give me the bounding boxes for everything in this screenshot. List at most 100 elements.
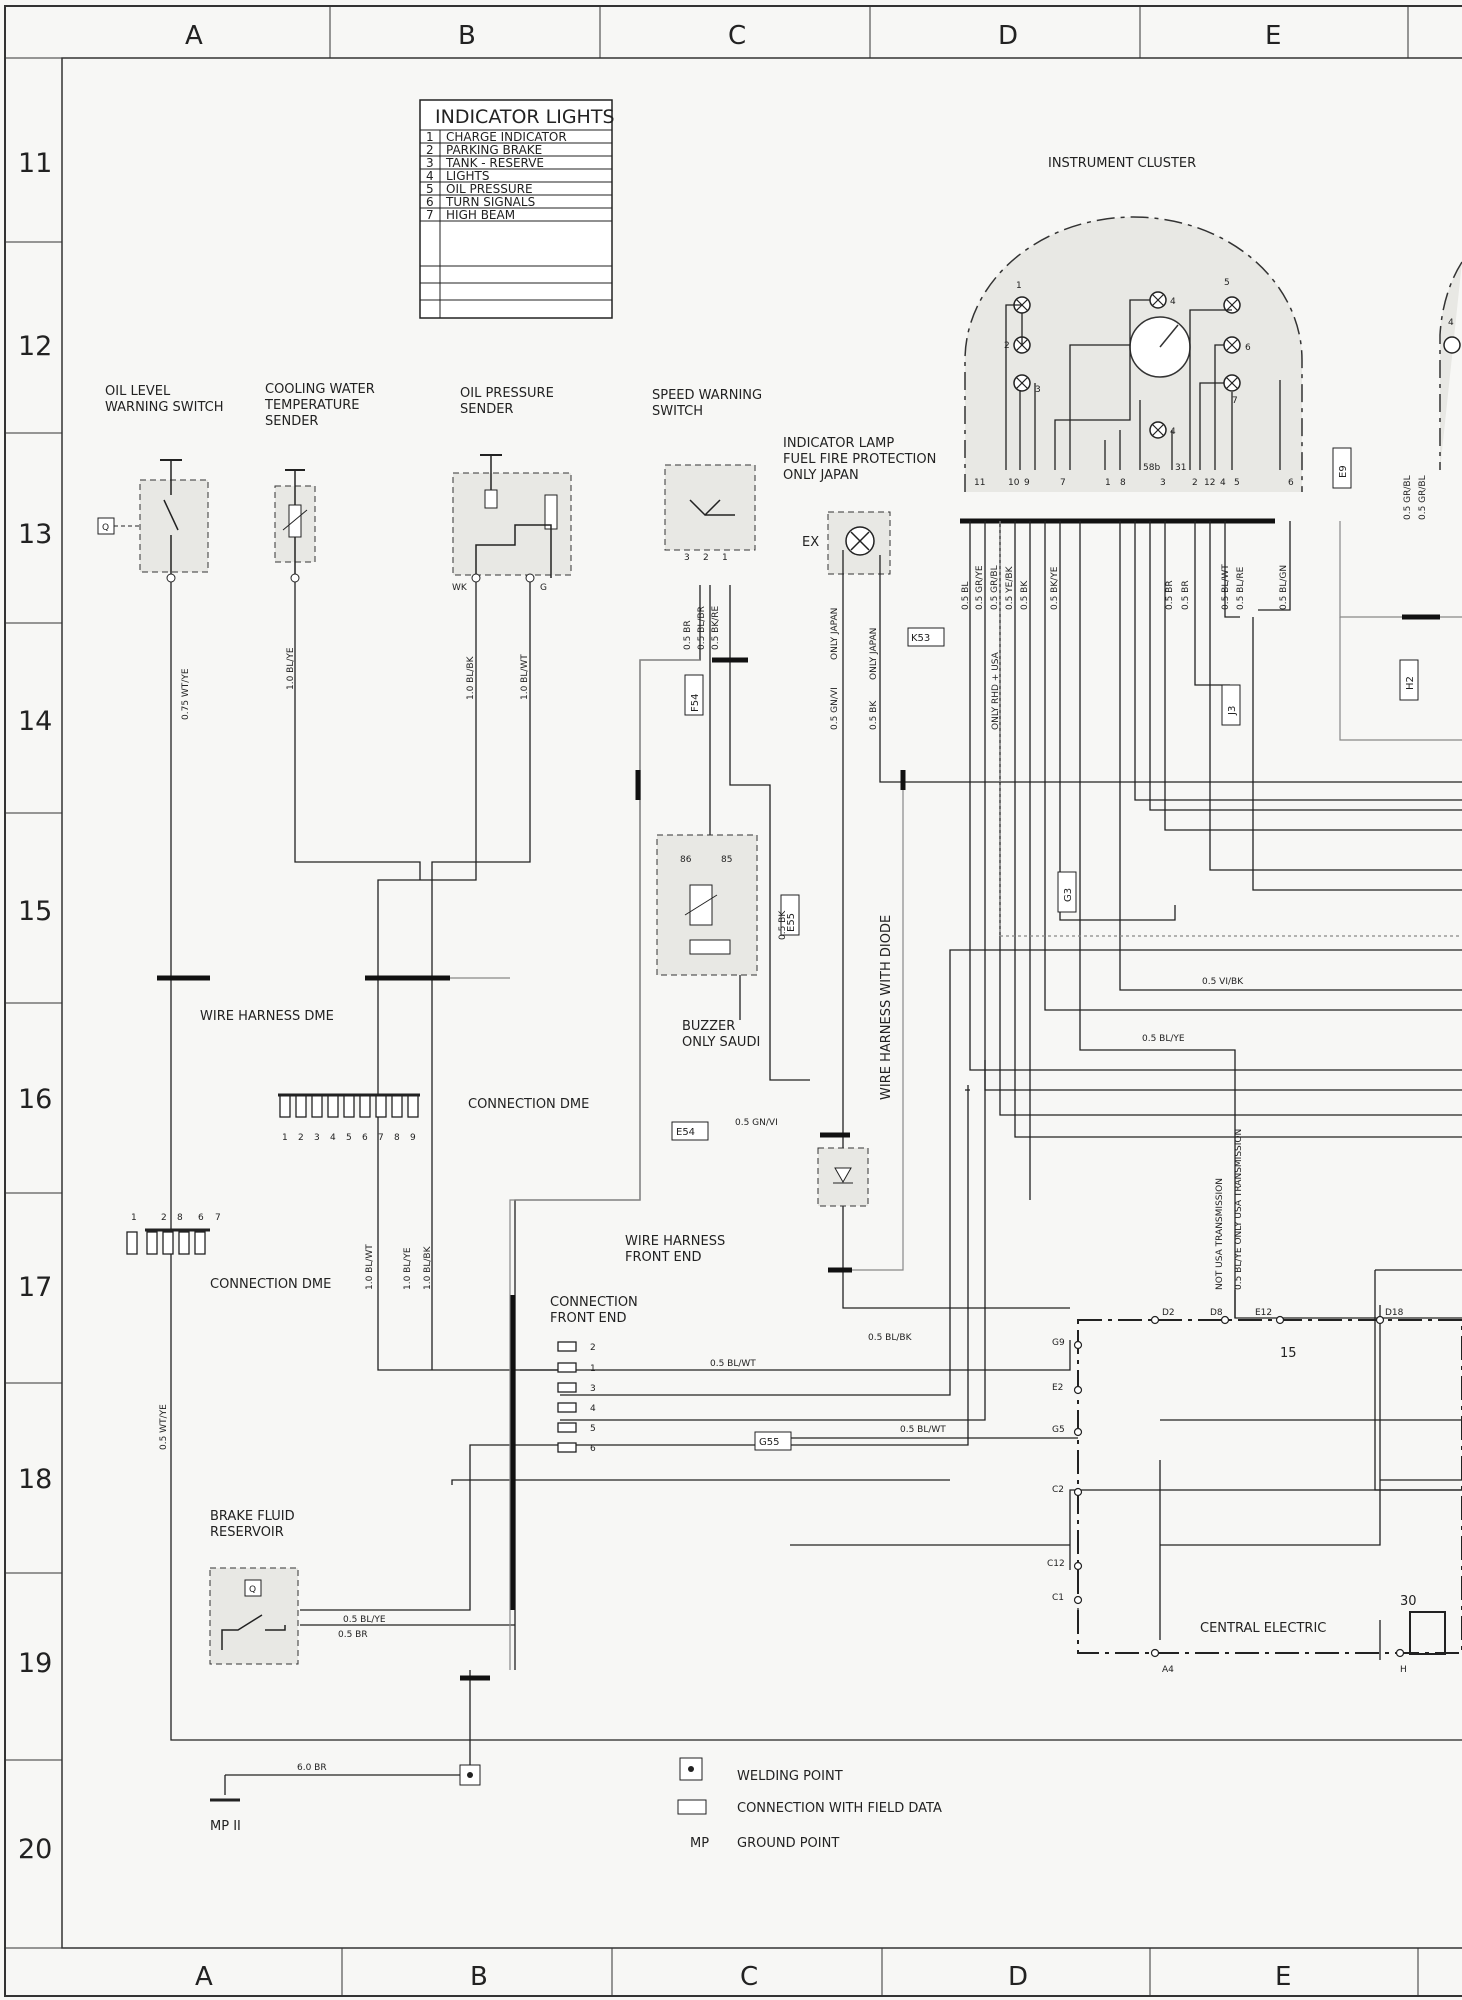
cluster-pin: 3 [1160,478,1166,488]
field-ref-g3: G3 [1063,888,1074,902]
field-ref-h2: H2 [1405,676,1416,690]
wire-label: 0.5 BR [683,620,693,650]
cluster-pin: 5 [1234,478,1240,488]
indicator-label: CHARGE INDICATOR [446,130,567,144]
brake-fluid-label: BRAKE FLUID [210,1509,295,1524]
dme1-pin: 6 [362,1133,368,1143]
front-end-label: CONNECTION [550,1295,638,1310]
cluster-lamp-num: 4 [1170,297,1176,307]
cooling-water-label: TEMPERATURE [264,398,360,413]
field-ref-e9: E9 [1338,465,1349,478]
indicator-num: 7 [426,208,434,222]
wire-label: 6.0 BR [297,1763,327,1773]
wire-label: 0.5 YE/BK [1005,565,1015,610]
cluster-pin: 2 [1192,478,1198,488]
cluster-lamp-num: 4 [1170,427,1176,437]
front-end-pin: 1 [590,1364,596,1374]
central-pin: C2 [1052,1485,1064,1495]
row-label-19: 19 [18,1648,52,1679]
speed-switch-pin: 3 [684,553,690,563]
cluster-pin: 7 [1060,478,1066,488]
wire-harness-dme-label: WIRE HARNESS DME [200,1009,334,1024]
speed-switch-pin: 1 [722,553,728,563]
connection-dme-1: 1 2 3 4 5 6 7 8 9 CONNECTION DME [278,1093,589,1143]
dme2-pin: 6 [198,1213,204,1223]
wire-label: 0.5 BR [1181,580,1191,610]
second-gauge-lamp-num: 4 [1448,318,1454,328]
indicator-lights-table: INDICATOR LIGHTS 1 CHARGE INDICATOR 2 PA… [419,99,615,319]
wire-label: 1.0 BL/YE [403,1247,413,1290]
oil-pressure-sender: WK G [452,454,572,593]
central-pin: C12 [1047,1559,1065,1569]
row-label-18: 18 [18,1464,52,1495]
dme1-pin: 9 [410,1133,416,1143]
col-label-a: A [185,21,203,51]
central-electric-label: CENTRAL ELECTRIC [1200,1621,1326,1636]
wire-harness-front-end-label: FRONT END [625,1250,702,1265]
ground-point: MP II [210,1764,481,1834]
brake-fluid-reservoir: BRAKE FLUID RESERVOIR Q [209,1509,299,1665]
wire-label: 0.5 BL/YE [343,1615,386,1625]
indicator-num: 3 [426,156,434,170]
central-pin: D18 [1385,1308,1404,1318]
buzzer: 86 85 BUZZER ONLY SAUDI [656,834,760,1050]
front-end-pin: 4 [590,1404,596,1414]
indicator-lamp-label: FUEL FIRE PROTECTION [783,452,936,467]
indicator-num: 6 [426,195,434,209]
central-pin: H [1400,1665,1407,1675]
speed-warning-label: SWITCH [652,404,703,419]
dme2-pin: 1 [131,1213,137,1223]
indicator-label: PARKING BRAKE [446,143,542,157]
row-label-20: 20 [18,1834,52,1865]
central-pin: G5 [1052,1425,1065,1435]
central-pin: G9 [1052,1338,1065,1348]
legend-connection: CONNECTION WITH FIELD DATA [737,1801,942,1816]
central-electric: CENTRAL ELECTRIC G9 E2 G5 C2 C12 C1 D2 D… [1047,1308,1462,1675]
wire-label: ONLY JAPAN [830,608,840,660]
wire-label: 1.0 BL/WT [365,1244,375,1290]
cluster-pin: 10 [1008,478,1020,488]
dme2-pin: 7 [215,1213,221,1223]
cluster-pin: 9 [1024,478,1030,488]
wire-label: 0.5 BK [778,910,788,940]
indicator-lamp-label: ONLY JAPAN [783,468,859,483]
wire-label: 0.5 BK [869,700,879,730]
wire-label: 0.5 BL/BR [697,606,707,650]
row-label-17: 17 [18,1272,52,1303]
wire-label: 1.0 BL/WT [520,654,530,700]
instrument-cluster-label: INSTRUMENT CLUSTER [1048,156,1196,171]
terminal-30: 30 [1400,1594,1417,1609]
frame [4,5,1462,1997]
col-label-a-bottom: A [195,1962,213,1992]
wire-label: 0.5 GN/VI [735,1118,778,1128]
cluster-pin: 11 [974,478,985,488]
wire-label: 0.5 GR/BL [990,565,1000,610]
oil-level-label: OIL LEVEL [105,384,171,399]
g-label: G [540,583,547,593]
wire-label: 0.5 VI/BK [1202,977,1244,987]
indicator-lamp-ex: EX [802,511,891,575]
legend: WELDING POINT CONNECTION WITH FIELD DATA… [677,1757,942,1851]
wire-label: 0.5 BL/YE ONLY USA TRANSMISSION [1234,1129,1244,1290]
row-label-12: 12 [18,331,52,362]
col-label-d: D [998,21,1018,51]
wire-label: 0.5 BK [1020,580,1030,610]
cluster-pin: 4 [1220,478,1226,488]
row-label-15: 15 [18,896,52,927]
row-label-13: 13 [18,519,52,550]
cluster-lamp-num: 7 [1232,396,1238,406]
relay-pin: 86 [680,855,692,865]
cluster-pin: 58b [1143,463,1160,473]
indicator-num: 1 [426,130,434,144]
relay-pin: 85 [721,855,732,865]
instrument-cluster: 1 2 3 4 5 6 7 4 11 10 [964,216,1303,492]
indicator-label: TANK - RESERVE [445,156,544,170]
wire-label: ONLY RHD + USA [991,651,1001,730]
col-label-e: E [1265,21,1281,51]
indicator-label: TURN SIGNALS [445,195,535,209]
q-label: Q [102,523,109,533]
cluster-pin: 6 [1288,478,1294,488]
oil-level-label: WARNING SWITCH [105,400,224,415]
oil-pressure-label: OIL PRESSURE [460,386,554,401]
